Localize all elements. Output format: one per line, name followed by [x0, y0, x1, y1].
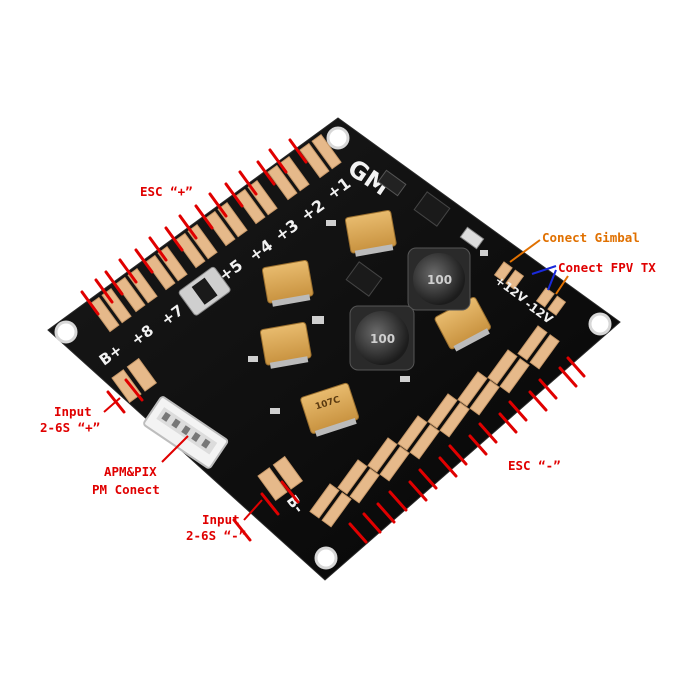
label-apm-line2: PM Conect [92, 482, 160, 497]
smd-part [326, 220, 336, 226]
capacitor [344, 209, 397, 257]
twelve-volt-pads [493, 261, 567, 316]
esc-plus-pads [89, 134, 342, 333]
leader-gimbal-2 [555, 275, 569, 295]
capacitor: 107C [300, 382, 360, 437]
ic-chip [377, 169, 407, 197]
shunt-resistor [178, 266, 231, 316]
label-conect-fpv-tx: Conect FPV TX [558, 260, 656, 275]
inductor-code: 100 [370, 332, 395, 346]
inductor-code: 100 [427, 273, 452, 287]
inductor: 100 [349, 305, 415, 371]
label-input-plus-line2: 2-6S “+” [40, 420, 100, 435]
label-conect-gimbal: Conect Gimbal [542, 230, 640, 245]
battery-plus-pads [111, 357, 158, 403]
inductor: 100 [407, 247, 471, 311]
esc-minus-indicator-lines [348, 356, 586, 544]
ic-chip [413, 191, 451, 227]
smd-part [312, 316, 324, 324]
leader-input-minus [243, 499, 263, 521]
smd-part [248, 356, 258, 362]
ic-chip [345, 261, 383, 297]
smd-part [400, 376, 410, 382]
esc-minus-pads [309, 325, 560, 528]
label-input-minus-line2: 2-6S “-” [186, 528, 246, 543]
capacitor [259, 321, 312, 369]
battery-minus-pads [257, 455, 304, 501]
ic-chip [459, 226, 485, 250]
label-esc-plus: ESC “+” [140, 184, 193, 199]
label-apm-line1: APM&PIX [104, 464, 157, 479]
mounting-hole-left [54, 320, 78, 344]
leader-apm [161, 435, 189, 463]
capacitor [261, 259, 314, 307]
leader-fpv-2 [547, 269, 557, 291]
label-input-minus-line1: Input [202, 512, 240, 527]
leader-input-plus [103, 397, 121, 413]
label-input-plus-line1: Input [54, 404, 92, 419]
label-esc-minus: ESC “-” [508, 458, 561, 473]
components: 107C 100 100 [143, 169, 491, 469]
mounting-hole-top [326, 126, 350, 150]
leader-gimbal [509, 239, 541, 263]
mounting-hole-bottom [314, 546, 338, 570]
mounting-hole-right [588, 312, 612, 336]
annotation-leaders [103, 239, 569, 521]
smd-part [480, 250, 488, 256]
smd-part [270, 408, 280, 414]
esc-plus-indicator-lines [80, 138, 308, 316]
leader-fpv [531, 265, 557, 275]
